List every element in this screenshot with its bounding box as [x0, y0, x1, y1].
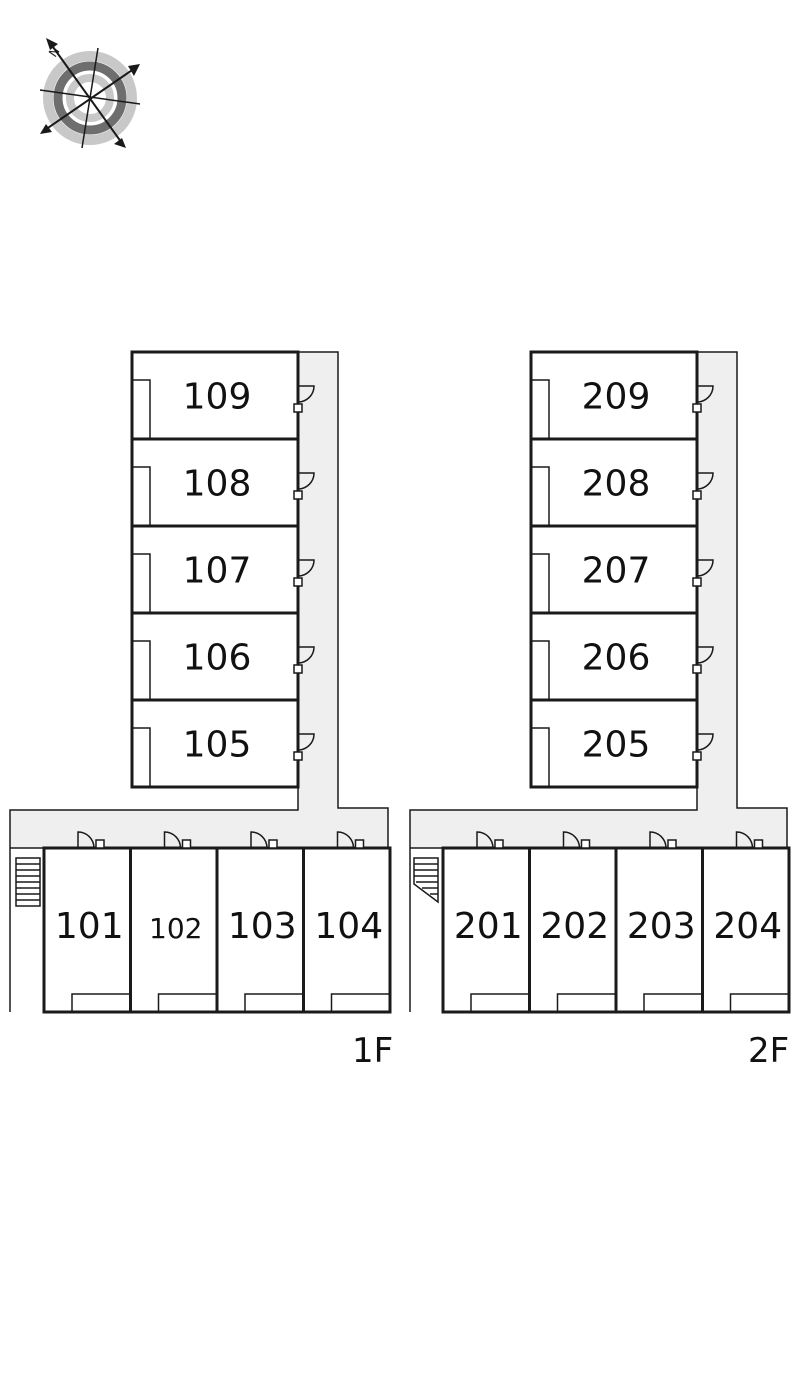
entry-detail [132, 379, 151, 439]
unit-105 [130, 698, 300, 789]
unit-label: 102 [149, 912, 202, 945]
door-icon [163, 831, 182, 849]
meter-icon [692, 577, 702, 587]
unit-label: 103 [228, 906, 297, 947]
closet-detail [71, 993, 131, 1012]
meter-icon [692, 490, 702, 500]
unit-104 [302, 846, 392, 1014]
stairs-icon-2f [413, 857, 439, 904]
unit-label: 209 [582, 377, 651, 418]
door-icon [297, 646, 315, 664]
door-icon [696, 472, 714, 490]
closet-detail [157, 993, 217, 1012]
unit-label: 201 [454, 906, 523, 947]
meter-icon [293, 403, 303, 413]
unit-label: 205 [582, 725, 651, 766]
unit-202 [528, 846, 618, 1014]
unit-204 [701, 846, 791, 1014]
meter-icon [753, 839, 764, 849]
unit-label: 207 [582, 551, 651, 592]
closet-detail [470, 993, 530, 1012]
meter-icon [293, 577, 303, 587]
entry-detail [132, 553, 151, 613]
meter-icon [692, 751, 702, 761]
meter-icon [293, 664, 303, 674]
closet-detail [729, 993, 789, 1012]
door-icon [735, 831, 754, 849]
meter-icon [580, 839, 591, 849]
entry-detail [531, 640, 550, 700]
meter-icon [692, 403, 702, 413]
door-icon [696, 385, 714, 403]
door-icon [696, 559, 714, 577]
unit-206 [529, 611, 699, 702]
unit-label: 206 [582, 638, 651, 679]
unit-101 [42, 846, 132, 1014]
unit-106 [130, 611, 300, 702]
unit-207 [529, 524, 699, 615]
unit-205 [529, 698, 699, 789]
unit-label: 109 [183, 377, 252, 418]
meter-icon [95, 839, 105, 849]
door-icon [297, 385, 315, 403]
unit-label: 204 [713, 906, 782, 947]
meter-icon [692, 664, 702, 674]
compass-icon: N [39, 38, 141, 149]
unit-label: 202 [540, 906, 609, 947]
door-icon [562, 831, 581, 849]
door-icon [336, 831, 355, 849]
door-icon [696, 646, 714, 664]
unit-201 [441, 846, 531, 1014]
entry-detail [531, 379, 550, 439]
unit-label: 106 [183, 638, 252, 679]
meter-icon [494, 839, 504, 849]
meter-icon [181, 839, 192, 849]
door-icon [297, 733, 315, 751]
door-icon [476, 831, 494, 849]
floor-label-1f: 1F [352, 1031, 393, 1071]
entry-detail [531, 466, 550, 526]
entry-detail [531, 727, 550, 787]
door-icon [297, 472, 315, 490]
meter-icon [667, 839, 677, 849]
meter-icon [268, 839, 278, 849]
unit-label: 108 [183, 464, 252, 505]
meter-icon [354, 839, 365, 849]
floor-label-2f: 2F [748, 1031, 789, 1071]
door-icon [250, 831, 268, 849]
entry-detail [531, 553, 550, 613]
unit-label: 107 [183, 551, 252, 592]
door-icon [696, 733, 714, 751]
stairs-icon-1f [15, 857, 41, 907]
closet-detail [330, 993, 390, 1012]
unit-label: 105 [183, 725, 252, 766]
unit-label: 104 [314, 906, 383, 947]
meter-icon [293, 490, 303, 500]
meter-icon [293, 751, 303, 761]
unit-label: 101 [55, 906, 124, 947]
entry-detail [132, 640, 151, 700]
entry-detail [132, 727, 151, 787]
closet-detail [643, 993, 703, 1012]
unit-208 [529, 437, 699, 528]
entry-detail [132, 466, 151, 526]
closet-detail [556, 993, 616, 1012]
door-icon [297, 559, 315, 577]
unit-102 [129, 846, 219, 1014]
unit-103 [215, 846, 305, 1014]
door-icon [649, 831, 667, 849]
closet-detail [244, 993, 304, 1012]
unit-label: 203 [627, 906, 696, 947]
unit-209 [529, 350, 699, 441]
door-icon [77, 831, 95, 849]
unit-label: 208 [582, 464, 651, 505]
